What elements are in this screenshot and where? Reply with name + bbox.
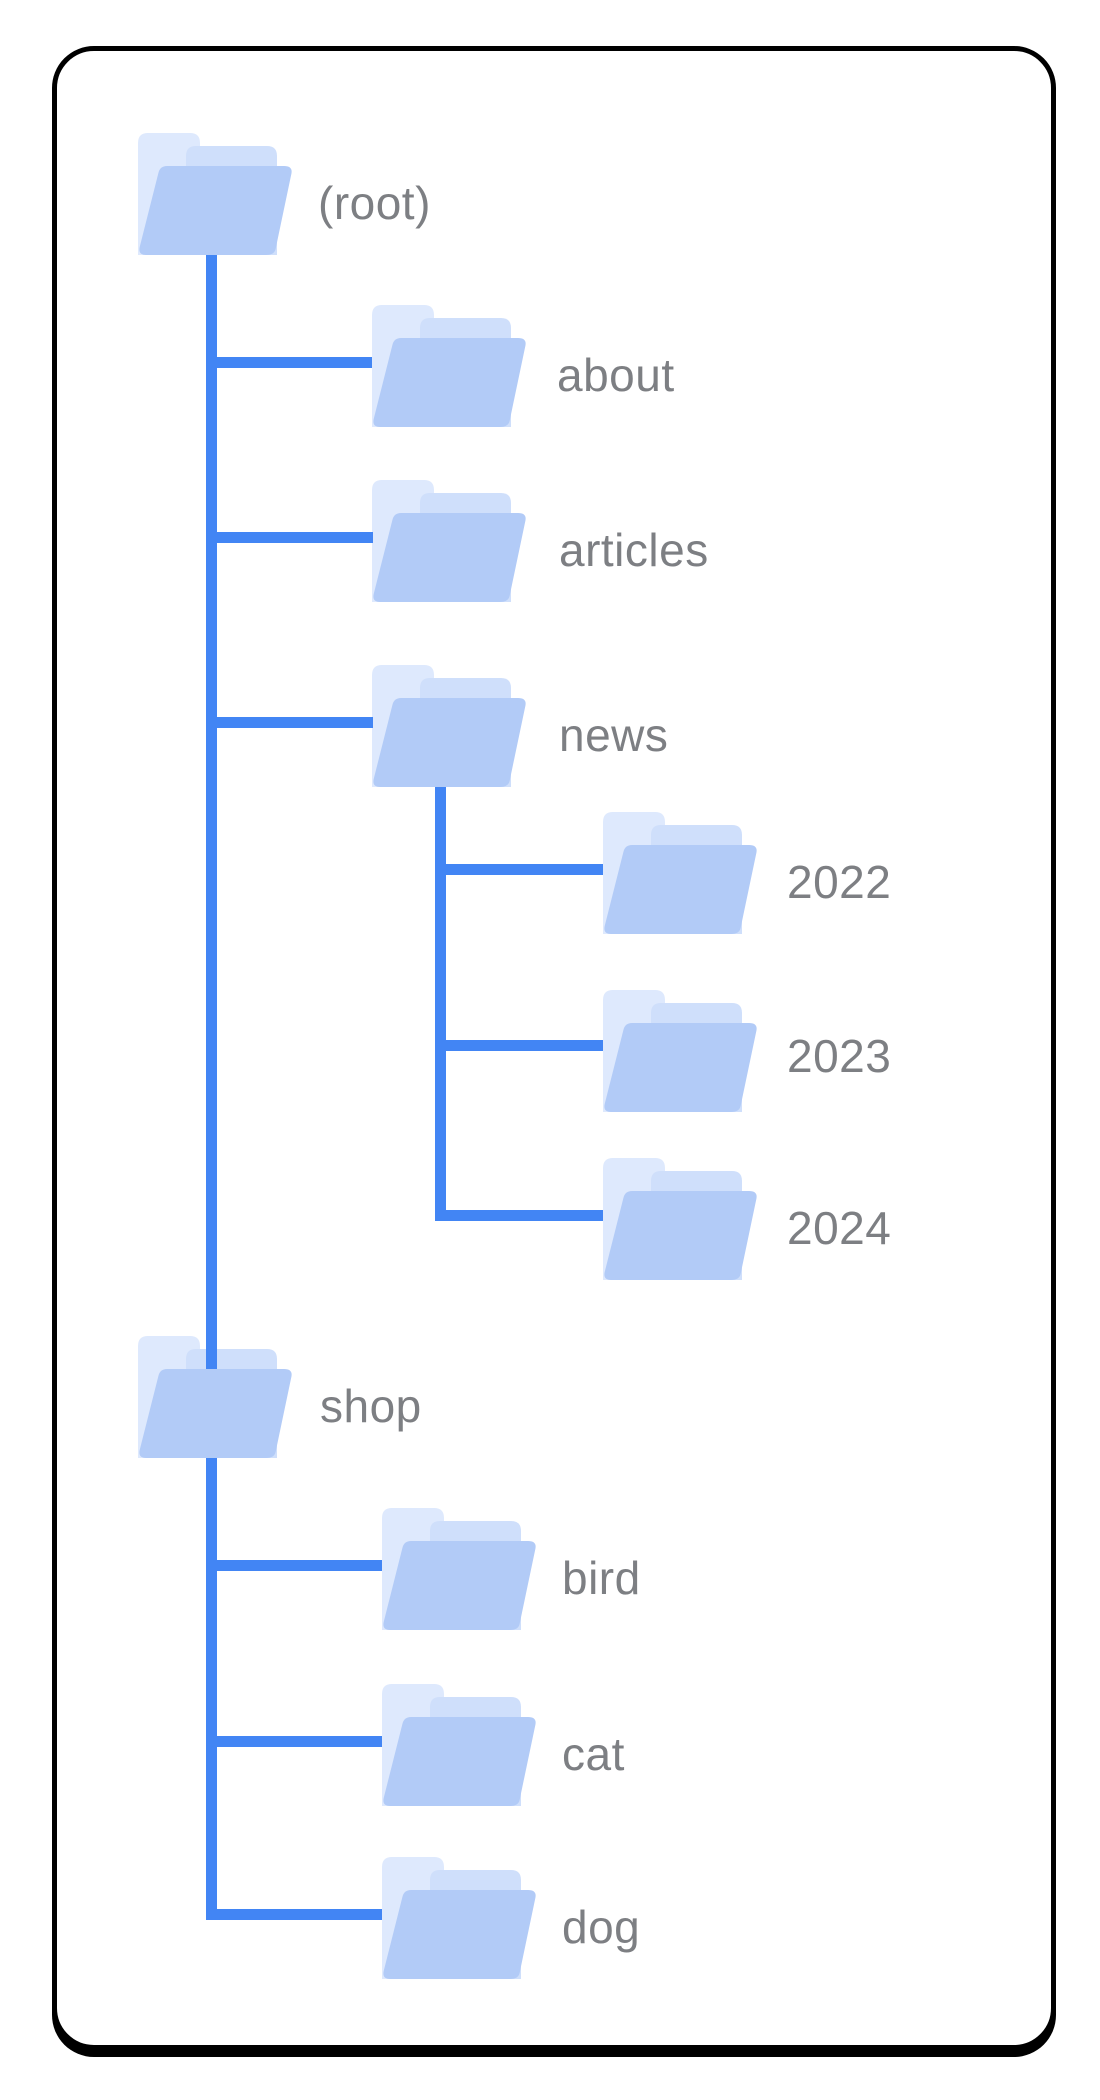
tree-node-news: [372, 665, 527, 787]
folder-label-2022: 2022: [787, 856, 892, 908]
connector-articles: [206, 532, 373, 543]
folder-label-cat: cat: [562, 1728, 625, 1780]
connector-news: [206, 717, 373, 728]
connector-bird: [206, 1560, 382, 1571]
folder-icon: [138, 133, 293, 255]
tree-node-bird: [382, 1508, 537, 1630]
tree-node-2022: [603, 812, 758, 934]
tree-trunk-root: [206, 255, 217, 1369]
folder-label-2023: 2023: [787, 1030, 892, 1082]
tree-node-2024: [603, 1158, 758, 1280]
connector-2022: [435, 864, 603, 875]
tree-node-articles: [372, 480, 527, 602]
folder-icon: [372, 665, 527, 787]
folder-label-shop: shop: [320, 1380, 422, 1432]
folder-icon: [382, 1508, 537, 1630]
folder-icon: [603, 990, 758, 1112]
folder-icon: [382, 1684, 537, 1806]
connector-cat: [206, 1736, 382, 1747]
folder-label-root: (root): [318, 177, 431, 229]
connector-about: [206, 357, 372, 368]
tree-trunk-shop: [206, 1458, 217, 1920]
folder-label-articles: articles: [559, 524, 709, 576]
folder-icon: [372, 480, 527, 602]
folder-label-2024: 2024: [787, 1202, 892, 1254]
tree-node-dog: [382, 1857, 537, 1979]
folder-label-bird: bird: [562, 1552, 641, 1604]
tree-node-root: [138, 133, 293, 255]
tree-trunk-news: [435, 787, 446, 1221]
tree-node-cat: [382, 1684, 537, 1806]
connector-2024: [435, 1210, 603, 1221]
connector-2023: [435, 1040, 603, 1051]
folder-icon: [603, 1158, 758, 1280]
folder-icon: [382, 1857, 537, 1979]
folder-label-news: news: [559, 709, 669, 761]
folder-label-about: about: [557, 349, 675, 401]
tree-node-2023: [603, 990, 758, 1112]
tree-node-about: [372, 305, 527, 427]
folder-label-dog: dog: [562, 1901, 641, 1953]
folder-icon: [372, 305, 527, 427]
folder-icon: [603, 812, 758, 934]
connector-dog: [206, 1909, 382, 1920]
